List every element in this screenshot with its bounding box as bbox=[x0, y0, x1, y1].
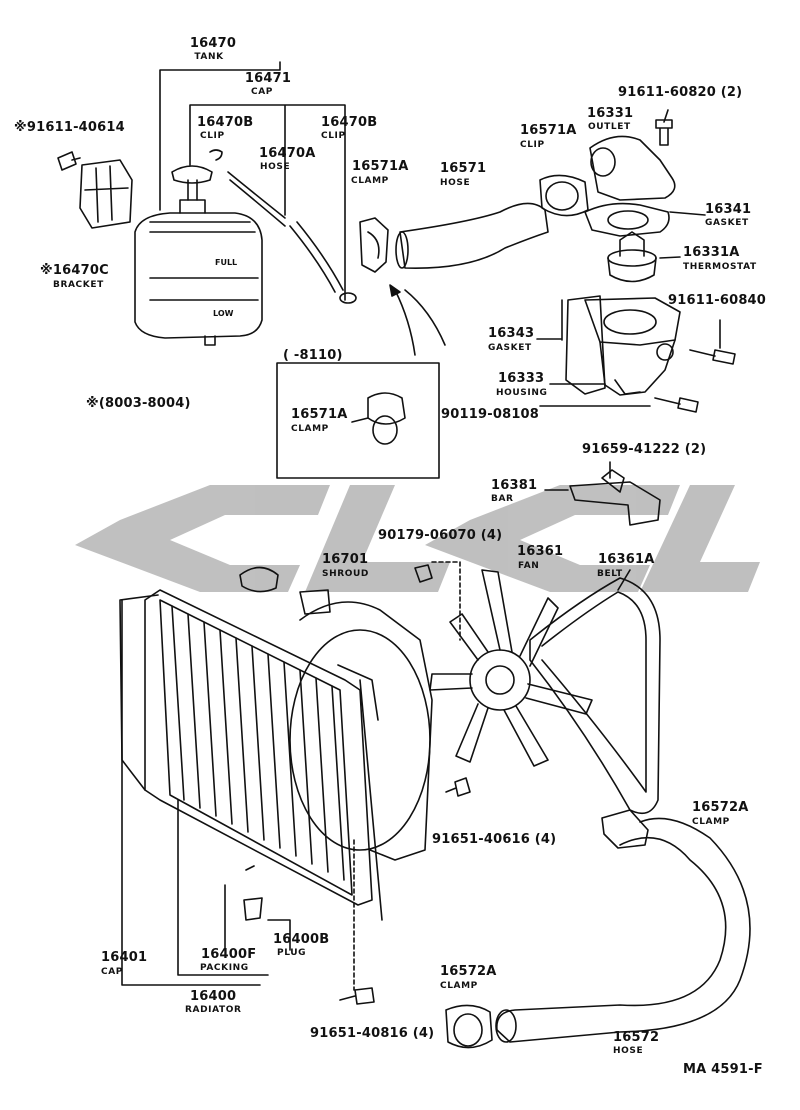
label-clip-left-no: 16470B bbox=[197, 115, 254, 130]
label-bolt-bar: 91659-41222 (2) bbox=[582, 442, 707, 457]
thermostat-part bbox=[607, 231, 657, 283]
label-bracket-no: ※16470C bbox=[40, 263, 109, 278]
label-clamp-lower-r-no: 16572A bbox=[692, 800, 749, 815]
tank-full-mark: FULL bbox=[215, 258, 237, 267]
label-clip-outlet-name: CLIP bbox=[520, 140, 545, 150]
label-hose-top-name: HOSE bbox=[260, 162, 291, 172]
label-hose-upper-name: HOSE bbox=[440, 178, 471, 188]
label-clip-left-name: CLIP bbox=[200, 131, 225, 141]
label-hose-upper-no: 16571 bbox=[440, 161, 487, 176]
label-bar-no: 16381 bbox=[491, 478, 538, 493]
label-clamp-inset-no: 16571A bbox=[291, 407, 348, 422]
label-fan-name: FAN bbox=[518, 561, 540, 571]
label-shroud-name: SHROUD bbox=[322, 569, 369, 579]
label-outlet-name: OUTLET bbox=[588, 122, 631, 132]
label-gasket-housing-name: GASKET bbox=[488, 343, 532, 353]
label-bolt-rad: 91651-40816 (4) bbox=[310, 1026, 435, 1041]
label-cap-name: CAP bbox=[251, 87, 273, 97]
label-fan-no: 16361 bbox=[517, 544, 564, 559]
label-bolt-housing: 91611-60840 bbox=[668, 293, 767, 308]
inset-range-label: ( -8110) bbox=[283, 348, 343, 363]
label-hose-lower-name: HOSE bbox=[613, 1046, 644, 1056]
bolt-radiator bbox=[339, 987, 375, 1005]
label-clamp-lower-no: 16572A bbox=[440, 964, 497, 979]
label-belt-name: BELT bbox=[597, 569, 623, 579]
fan-shroud bbox=[289, 601, 433, 861]
bolt-housing-low bbox=[654, 397, 699, 413]
label-radiator-no: 16400 bbox=[190, 989, 237, 1004]
label-hose-lower-no: 16572 bbox=[613, 1030, 660, 1045]
label-thermostat-name: THERMOSTAT bbox=[683, 262, 757, 272]
label-clamp-upper-no: 16571A bbox=[352, 159, 409, 174]
drive-belt bbox=[529, 577, 661, 815]
label-bolt-housing-low: 90119-08108 bbox=[441, 407, 540, 422]
label-radiator-name: RADIATOR bbox=[185, 1005, 242, 1015]
label-bracket-name: BRACKET bbox=[53, 280, 104, 290]
bolt-housing bbox=[689, 349, 736, 365]
label-cap-rad-no: 16401 bbox=[101, 950, 148, 965]
lower-hose bbox=[496, 817, 751, 1043]
bolt-tank-bracket bbox=[57, 151, 81, 171]
label-clamp-inset-name: CLAMP bbox=[291, 424, 329, 434]
label-outlet-no: 16331 bbox=[587, 106, 634, 121]
label-clamp-upper-name: CLAMP bbox=[351, 176, 389, 186]
label-cap-no: 16471 bbox=[244, 71, 292, 86]
label-bar-name: BAR bbox=[491, 494, 514, 504]
label-bolt-shroud: 91651-40616 (4) bbox=[432, 832, 557, 847]
bracket-part bbox=[79, 159, 133, 229]
label-plug-name: PLUG bbox=[277, 948, 307, 958]
label-gasket-housing-no: 16343 bbox=[488, 326, 535, 341]
label-housing-no: 16333 bbox=[498, 371, 545, 386]
label-nut-fan: 90179-06070 (4) bbox=[378, 528, 503, 543]
label-shroud-no: 16701 bbox=[322, 552, 369, 567]
label-clamp-lower-name: CLAMP bbox=[440, 981, 478, 991]
inset-box bbox=[276, 362, 440, 479]
reservoir-tank bbox=[134, 165, 263, 346]
tank-low-mark: LOW bbox=[213, 309, 234, 318]
label-tank-name: TANK bbox=[194, 52, 224, 62]
label-packing-name: PACKING bbox=[200, 963, 249, 973]
bar-bracket bbox=[569, 481, 661, 526]
radiator-core bbox=[119, 566, 383, 921]
label-bolt-outlet: 91611-60820 (2) bbox=[618, 85, 743, 100]
label-cap-rad-name: CAP bbox=[101, 967, 123, 977]
label-bolt-tank: ※91611-40614 bbox=[14, 120, 125, 135]
cooling-fan bbox=[429, 569, 593, 767]
label-clamp-lower-r-name: CLAMP bbox=[692, 817, 730, 827]
range-note: ※(8003-8004) bbox=[86, 396, 191, 411]
upper-hose bbox=[399, 202, 549, 269]
label-tank-no: 16470 bbox=[189, 36, 237, 51]
label-belt-no: 16361A bbox=[598, 552, 655, 567]
label-gasket-outlet-name: GASKET bbox=[705, 218, 749, 228]
water-housing bbox=[565, 295, 681, 396]
label-clip-right-no: 16470B bbox=[321, 115, 378, 130]
watermark-logo bbox=[75, 485, 760, 592]
label-clip-right-name: CLIP bbox=[321, 131, 346, 141]
label-gasket-outlet-no: 16341 bbox=[705, 202, 752, 217]
label-clip-outlet-no: 16571A bbox=[520, 123, 577, 138]
label-thermostat-no: 16331A bbox=[683, 245, 740, 260]
label-hose-top-no: 16470A bbox=[259, 146, 316, 161]
label-housing-name: HOUSING bbox=[496, 388, 548, 398]
label-packing-no: 16400F bbox=[201, 947, 257, 962]
diagram-code: MA 4591-F bbox=[683, 1062, 763, 1077]
overflow-hose bbox=[227, 171, 286, 227]
label-plug-no: 16400B bbox=[273, 932, 330, 947]
